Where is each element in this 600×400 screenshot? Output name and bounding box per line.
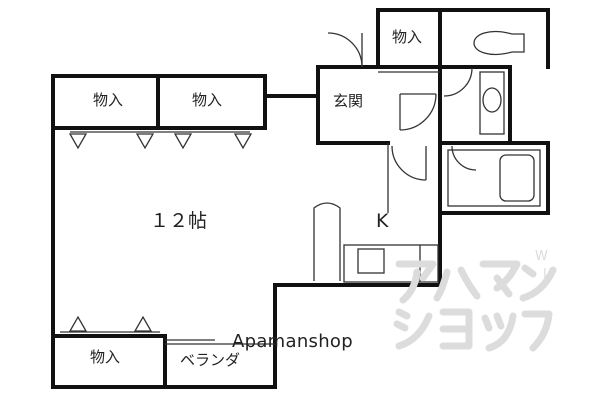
bathtub bbox=[447, 149, 541, 207]
storage-label-top-middle: 物入 bbox=[192, 91, 223, 109]
storage-label-top-left: 物入 bbox=[93, 91, 124, 109]
storage-label-top-right: 物入 bbox=[392, 28, 423, 46]
storage-label-bottom: 物入 bbox=[90, 348, 121, 366]
svg-text:L: L bbox=[543, 267, 551, 282]
brand-name: Apamanshop bbox=[232, 331, 353, 352]
detail-lines bbox=[60, 71, 440, 345]
kitchen-label: K bbox=[376, 210, 389, 232]
entrance-label: 玄関 bbox=[333, 92, 364, 110]
apamanshop-watermark-logo: W L bbox=[393, 249, 557, 352]
washbasin bbox=[479, 71, 505, 135]
veranda-label: ベランダ bbox=[180, 351, 241, 369]
svg-text:W: W bbox=[535, 249, 548, 264]
outer-walls bbox=[51, 8, 550, 389]
main-room-label: １２帖 bbox=[150, 210, 208, 232]
closet-markers bbox=[68, 133, 253, 332]
toilet bbox=[473, 30, 525, 56]
